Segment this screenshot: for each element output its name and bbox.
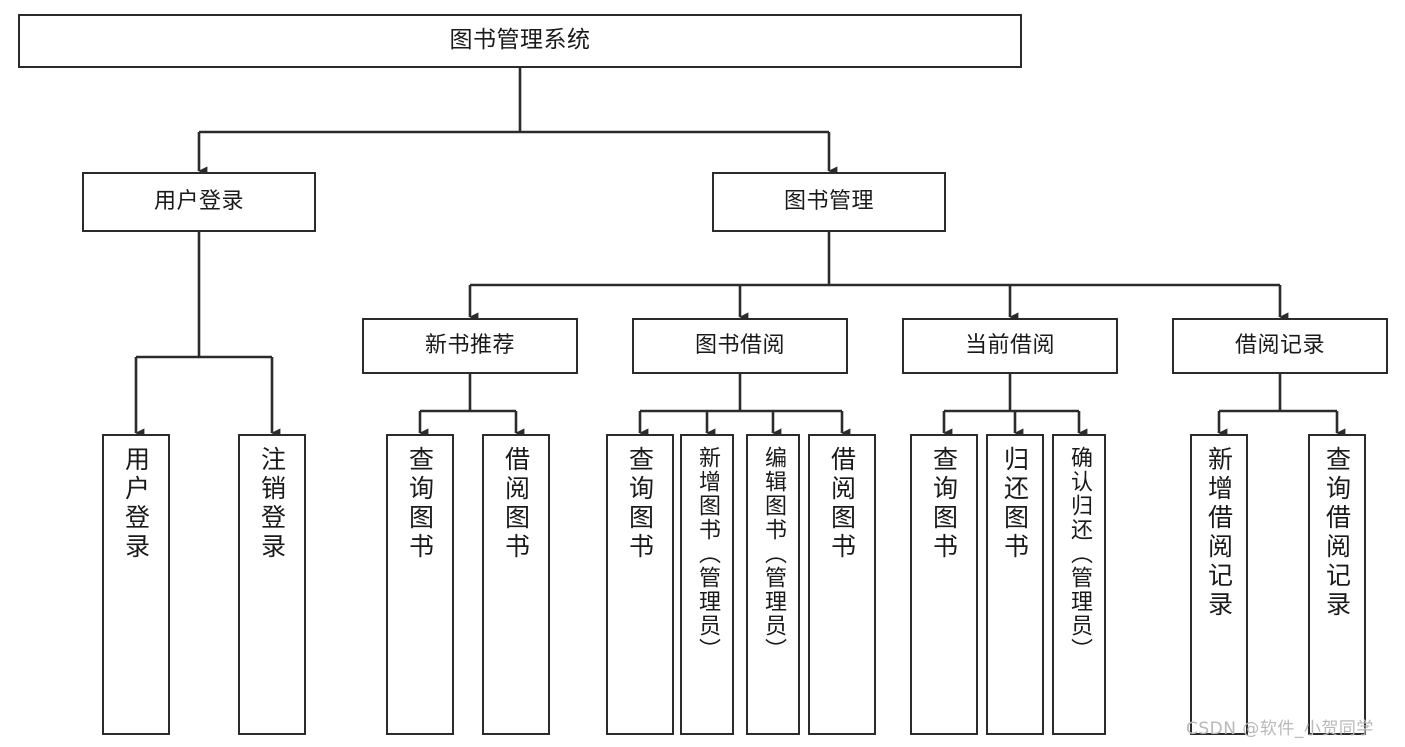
node-leaf-query-book-3[interactable]: 查询图书 [910,434,978,735]
node-label-leaf-borrow-book-1: 借阅图书 [501,446,531,562]
node-leaf-query-record[interactable]: 查询借阅记录 [1308,434,1366,735]
node-leaf-confirm-return[interactable]: 确认归还（管理员） [1052,434,1106,735]
node-label-leaf-user-logout: 注销登录 [257,446,287,562]
node-root[interactable]: 图书管理系统 [18,14,1022,68]
node-label-book-manage: 图书管理 [783,189,874,215]
node-label-leaf-edit-book: 编辑图书（管理员） [761,446,786,662]
node-leaf-user-logout[interactable]: 注销登录 [238,434,306,735]
node-label-user-login: 用户登录 [153,189,244,215]
node-label-leaf-user-login: 用户登录 [121,446,151,562]
node-new-book-rec[interactable]: 新书推荐 [362,318,578,374]
node-label-book-borrow: 图书借阅 [694,333,785,359]
node-leaf-query-book-2[interactable]: 查询图书 [606,434,674,735]
node-label-leaf-query-record: 查询借阅记录 [1322,446,1352,620]
node-book-manage[interactable]: 图书管理 [712,172,946,232]
node-label-leaf-return-book: 归还图书 [1000,446,1030,562]
node-label-root: 图书管理系统 [449,27,591,54]
node-borrow-record[interactable]: 借阅记录 [1172,318,1388,374]
node-book-borrow[interactable]: 图书借阅 [632,318,848,374]
node-label-current-borrow: 当前借阅 [964,333,1055,359]
node-label-new-book-rec: 新书推荐 [424,333,515,359]
node-leaf-return-book[interactable]: 归还图书 [986,434,1044,735]
node-label-borrow-record: 借阅记录 [1234,333,1325,359]
node-leaf-query-book-1[interactable]: 查询图书 [386,434,454,735]
node-label-leaf-query-book-2: 查询图书 [625,446,655,562]
node-label-leaf-confirm-return: 确认归还（管理员） [1067,446,1092,662]
node-leaf-user-login[interactable]: 用户登录 [102,434,170,735]
node-leaf-edit-book[interactable]: 编辑图书（管理员） [746,434,800,735]
node-leaf-add-book[interactable]: 新增图书（管理员） [680,434,734,735]
csdn-watermark: CSDN @软件_小贺同学 [1186,719,1374,739]
node-current-borrow[interactable]: 当前借阅 [902,318,1118,374]
node-label-leaf-add-book: 新增图书（管理员） [695,446,720,662]
node-label-leaf-query-book-3: 查询图书 [929,446,959,562]
node-user-login[interactable]: 用户登录 [82,172,316,232]
node-label-leaf-add-record: 新增借阅记录 [1204,446,1234,620]
node-label-leaf-borrow-book-2: 借阅图书 [827,446,857,562]
node-leaf-borrow-book-2[interactable]: 借阅图书 [808,434,876,735]
node-label-leaf-query-book-1: 查询图书 [405,446,435,562]
node-leaf-add-record[interactable]: 新增借阅记录 [1190,434,1248,735]
node-leaf-borrow-book-1[interactable]: 借阅图书 [482,434,550,735]
